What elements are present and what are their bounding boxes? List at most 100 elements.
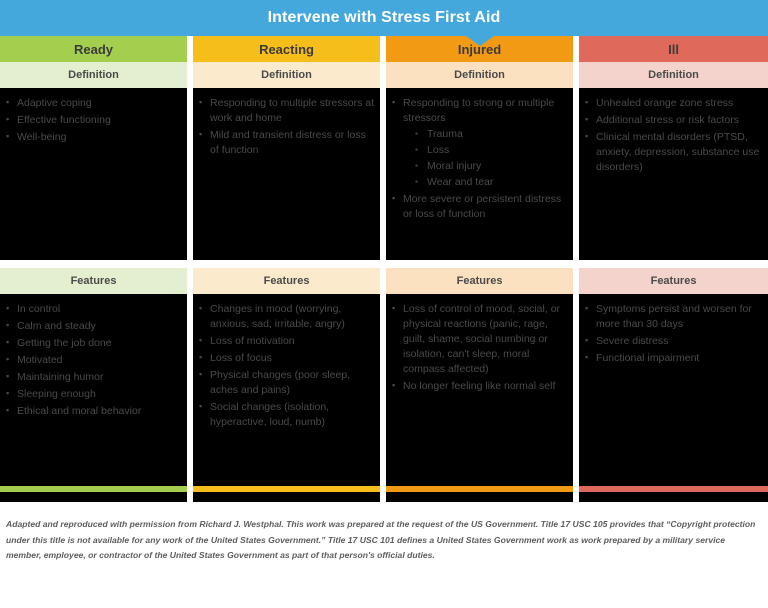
list-item: Getting the job done — [4, 335, 181, 351]
title-bar: Intervene with Stress First Aid — [0, 0, 768, 36]
features-header-ill: Features — [579, 268, 768, 294]
bullet-text: Ethical and moral behavior — [17, 405, 142, 417]
list-item: Functional impairment — [583, 350, 762, 366]
divider — [386, 260, 574, 268]
footer: Adapted and reproduced with permission f… — [0, 502, 768, 608]
bullet-text: In control — [17, 303, 61, 315]
bullet-text: Well-being — [17, 131, 67, 143]
list-item: Loss of control of mood, social, or phys… — [390, 301, 567, 377]
accent-bar-ready — [0, 486, 188, 492]
list-item: Social changes (isolation, hyperactive, … — [197, 399, 374, 430]
definition-header-ready: Definition — [0, 62, 188, 88]
bullet-text: Wear and tear — [427, 176, 494, 188]
zone-title-ready: Ready — [73, 41, 114, 57]
features-body-ready: In control Calm and steady Getting the j… — [0, 294, 188, 486]
features-body-injured: Loss of control of mood, social, or phys… — [386, 294, 574, 486]
features-list-ill: Symptoms persist and worsen for more tha… — [583, 301, 762, 366]
list-item: Calm and steady — [4, 318, 181, 334]
definition-list-injured: Responding to strong or multiple stresso… — [390, 95, 567, 222]
bullet-text: Loss of focus — [210, 352, 272, 364]
bullet-text: Loss — [427, 144, 450, 156]
list-item: Sleeping enough — [4, 386, 181, 402]
accent-bar-reacting — [193, 486, 381, 492]
list-item: Symptoms persist and worsen for more tha… — [583, 301, 762, 332]
list-item: Loss of focus — [197, 350, 374, 366]
definition-label-reacting: Definition — [261, 69, 312, 81]
features-body-reacting: Changes in mood (worrying, anxious, sad,… — [193, 294, 381, 486]
definition-header-reacting: Definition — [193, 62, 381, 88]
features-label-ill: Features — [650, 275, 697, 287]
definition-body-reacting: Responding to multiple stressors at work… — [193, 88, 381, 260]
bullet-text: Clinical mental disorders (PTSD, anxiety… — [596, 131, 760, 173]
list-item: Ethical and moral behavior — [4, 403, 181, 419]
zone-column-reacting: Reacting Definition Responding to multip… — [193, 36, 381, 502]
bullet-text: Unhealed orange zone stress — [596, 97, 734, 109]
zone-title-reacting: Reacting — [259, 41, 314, 57]
accent-bar-injured — [386, 486, 574, 492]
definition-list-ill: Unhealed orange zone stress Additional s… — [583, 95, 762, 175]
list-item: Wear and tear — [413, 174, 567, 190]
features-label-reacting: Features — [263, 275, 310, 287]
bullet-text: Changes in mood (worrying, anxious, sad,… — [210, 303, 345, 330]
zone-header-reacting[interactable]: Reacting — [193, 36, 381, 62]
list-item: Well-being — [4, 129, 181, 145]
bullet-text: Responding to multiple stressors at work… — [210, 97, 375, 124]
list-item: Changes in mood (worrying, anxious, sad,… — [197, 301, 374, 332]
definition-body-ready: Adaptive coping Effective functioning We… — [0, 88, 188, 260]
definition-body-injured: Responding to strong or multiple stresso… — [386, 88, 574, 260]
list-item: Maintaining humor — [4, 369, 181, 385]
column-footer-fill — [193, 492, 381, 502]
list-item: More severe or persistent distress or lo… — [390, 191, 567, 222]
bullet-text: Social changes (isolation, hyperactive, … — [210, 401, 330, 428]
list-item: Responding to multiple stressors at work… — [197, 95, 375, 126]
bullet-text: Severe distress — [596, 335, 669, 347]
list-item: In control — [4, 301, 181, 317]
definition-label-ill: Definition — [648, 69, 699, 81]
definition-body-ill: Unhealed orange zone stress Additional s… — [579, 88, 768, 260]
list-item: Loss — [413, 142, 567, 158]
definition-label-ready: Definition — [68, 69, 119, 81]
column-footer-fill — [579, 492, 768, 502]
bullet-text: No longer feeling like normal self — [403, 380, 556, 392]
title-pointer-triangle-icon — [466, 36, 494, 46]
features-header-ready: Features — [0, 268, 188, 294]
divider — [0, 260, 188, 268]
bullet-text: Responding to strong or multiple stresso… — [403, 97, 555, 124]
list-item: Motivated — [4, 352, 181, 368]
column-footer-fill — [386, 492, 574, 502]
divider — [579, 260, 768, 268]
bullet-text: Maintaining humor — [17, 371, 104, 383]
zone-header-ill[interactable]: Ill — [579, 36, 768, 62]
attribution-text: Adapted and reproduced with permission f… — [6, 519, 756, 560]
bullet-text: Moral injury — [427, 160, 482, 172]
features-label-ready: Features — [70, 275, 117, 287]
definition-list-ready: Adaptive coping Effective functioning We… — [4, 95, 181, 145]
bullet-text: Functional impairment — [596, 352, 700, 364]
list-item: Mild and transient distress or loss of f… — [197, 127, 374, 158]
features-label-injured: Features — [456, 275, 503, 287]
list-item: Effective functioning — [4, 112, 181, 128]
page-title: Intervene with Stress First Aid — [267, 9, 501, 26]
list-item: No longer feeling like normal self — [390, 378, 567, 394]
features-header-injured: Features — [386, 268, 574, 294]
bullet-text: Mild and transient distress or loss of f… — [210, 129, 366, 156]
list-item: Moral injury — [413, 158, 567, 174]
list-item: Trauma — [413, 126, 567, 142]
bullet-text: More severe or persistent distress or lo… — [403, 193, 562, 220]
list-item: Unhealed orange zone stress — [583, 95, 762, 111]
definition-header-injured: Definition — [386, 62, 574, 88]
list-item: Physical changes (poor sleep, aches and … — [197, 367, 374, 398]
bullet-text: Loss of control of mood, social, or phys… — [403, 303, 561, 375]
zone-header-ready[interactable]: Ready — [0, 36, 188, 62]
features-list-ready: In control Calm and steady Getting the j… — [4, 301, 181, 419]
zone-columns: Ready Definition Adaptive coping Effecti… — [0, 36, 768, 502]
bullet-text: Effective functioning — [17, 114, 111, 126]
bullet-text: Motivated — [17, 354, 63, 366]
features-list-injured: Loss of control of mood, social, or phys… — [390, 301, 567, 394]
zone-column-ill: Ill Definition Unhealed orange zone stre… — [579, 36, 768, 502]
zone-title-ill: Ill — [668, 41, 679, 57]
features-header-reacting: Features — [193, 268, 381, 294]
bullet-text: Adaptive coping — [17, 97, 92, 109]
list-item: Responding to strong or multiple stresso… — [390, 95, 567, 190]
